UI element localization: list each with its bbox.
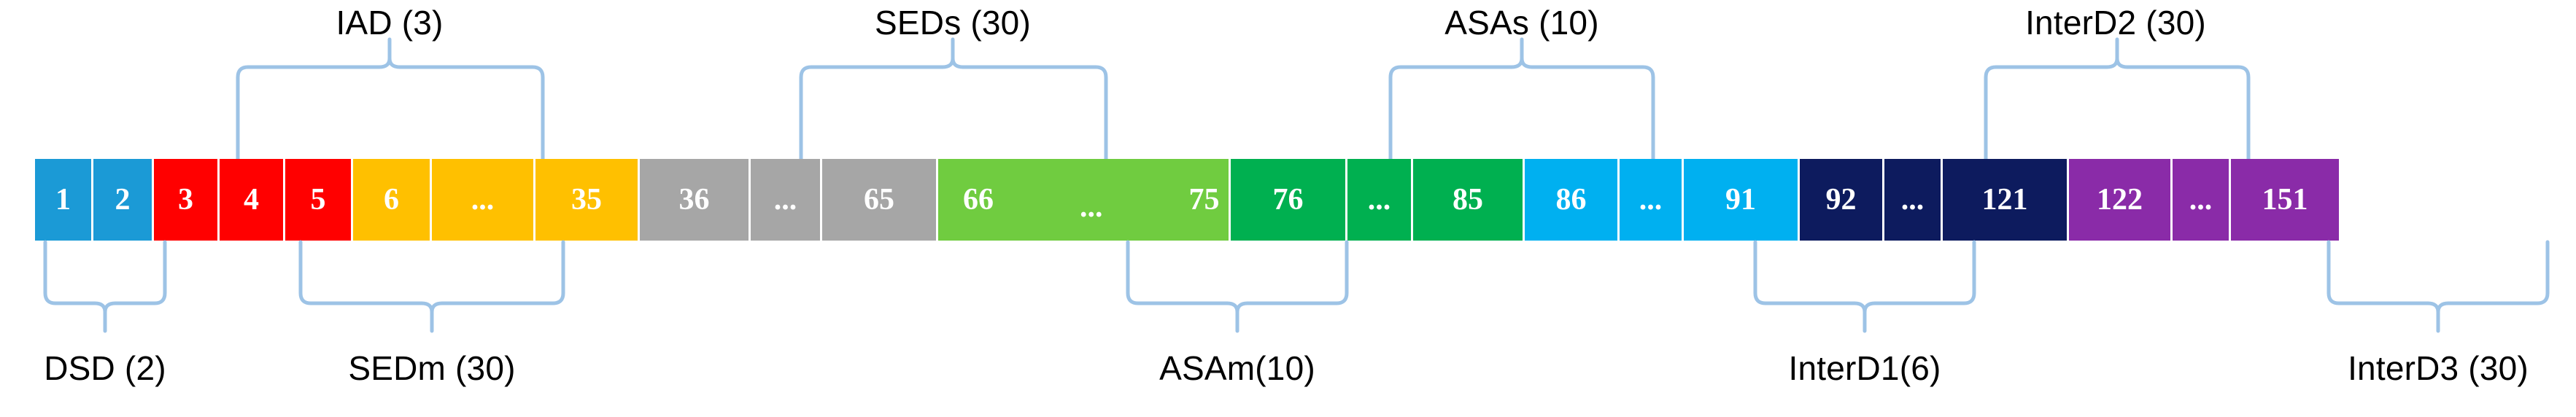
segment-dsd[interactable]: 1 2: [35, 159, 154, 241]
cell-label: 66: [963, 183, 994, 217]
cell[interactable]: 76: [1231, 159, 1347, 241]
label-dsd: DSD (2): [44, 349, 166, 387]
cell[interactable]: 85: [1453, 183, 1483, 217]
segment-seds[interactable]: 36 ... 65: [640, 159, 938, 241]
label-interd1: InterD1(6): [1788, 349, 1941, 387]
brace-asam: [1123, 240, 1351, 333]
label-interd2: InterD2 (30): [2025, 4, 2206, 42]
brace-interd3: [2324, 240, 2552, 333]
cell[interactable]: 86: [1525, 159, 1620, 241]
label-asas: ASAs (10): [1444, 4, 1599, 42]
cell[interactable]: 122: [2069, 159, 2173, 241]
cell-label: ...: [1080, 190, 1103, 224]
brace-sedm: [296, 240, 568, 333]
cell[interactable]: ...: [1884, 159, 1943, 241]
cell[interactable]: 36: [640, 159, 751, 241]
cell[interactable]: 91: [1725, 183, 1756, 217]
cell[interactable]: 151: [2262, 183, 2308, 217]
cell[interactable]: 6: [353, 159, 432, 241]
segment-interd1[interactable]: 86 ... 91: [1525, 159, 1800, 241]
cell[interactable]: 66 ... 75: [938, 159, 1229, 241]
cell[interactable]: 3: [154, 159, 220, 241]
genome-segment-bar: 1 2 3 4 5 6 ... 35 36 ... 65 66 ... 75 7…: [35, 159, 2339, 241]
segment-asas[interactable]: 76 ... 85: [1231, 159, 1525, 241]
brace-iad: [233, 37, 547, 161]
cell-label: 75: [1188, 183, 1220, 217]
cell[interactable]: ...: [1620, 159, 1684, 241]
cell[interactable]: ...: [751, 159, 822, 241]
cell[interactable]: ...: [1347, 159, 1413, 241]
label-asam: ASAm(10): [1159, 349, 1315, 387]
cell[interactable]: 35: [571, 183, 602, 217]
segment-sedm[interactable]: 6 ... 35: [353, 159, 640, 241]
cell[interactable]: 4: [220, 159, 285, 241]
label-interd3: InterD3 (30): [2348, 349, 2529, 387]
cell[interactable]: 1: [35, 159, 93, 241]
cell[interactable]: ...: [2173, 159, 2231, 241]
brace-interd2: [1981, 37, 2253, 161]
label-iad: IAD (3): [336, 4, 444, 42]
cell[interactable]: ...: [432, 159, 535, 241]
segment-interd2[interactable]: 92 ... 121: [1800, 159, 2069, 241]
cell[interactable]: 65: [864, 183, 894, 217]
cell[interactable]: 5: [310, 183, 326, 217]
label-seds: SEDs (30): [875, 4, 1031, 42]
brace-interd1: [1751, 240, 1979, 333]
brace-dsd: [41, 240, 169, 333]
cell[interactable]: 2: [115, 183, 131, 217]
label-sedm: SEDm (30): [348, 349, 516, 387]
brace-seds: [797, 37, 1110, 161]
segment-asam[interactable]: 66 ... 75: [938, 159, 1231, 241]
segment-iad[interactable]: 3 4 5: [154, 159, 353, 241]
cell[interactable]: 121: [1981, 183, 2028, 217]
cell[interactable]: 92: [1800, 159, 1884, 241]
segment-interd3[interactable]: 122 ... 151: [2069, 159, 2339, 241]
brace-asas: [1386, 37, 1658, 161]
